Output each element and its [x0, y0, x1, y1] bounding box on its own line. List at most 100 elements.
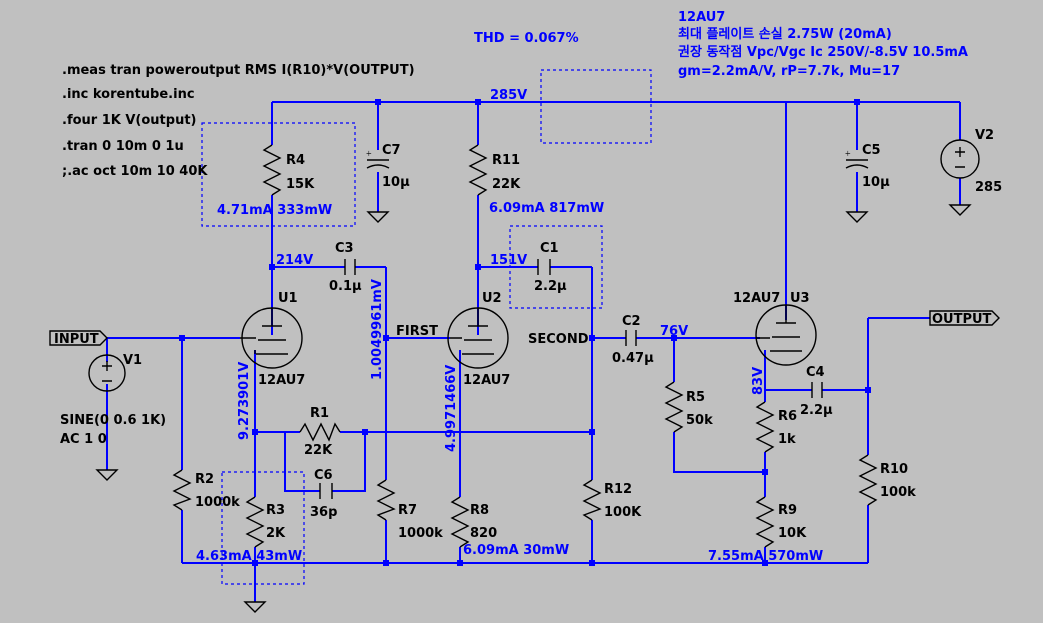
r5-ref: R5: [686, 390, 705, 405]
node-u1-cathode: 9.273901V: [237, 362, 252, 440]
u2-model: 12AU7: [463, 373, 510, 388]
r9-symbol: [755, 496, 775, 548]
r5-symbol: [664, 381, 684, 433]
tube-info-line3: gm=2.2mA/V, rP=7.7k, Mu=17: [678, 64, 900, 79]
u3-ref: U3: [790, 291, 810, 306]
c5-symbol: +: [845, 149, 869, 169]
v1-ref: V1: [123, 353, 142, 368]
output-port: [929, 310, 1000, 326]
r4-annotation: 4.71mA 333mW: [217, 203, 332, 218]
node-u3-cathode: 83V: [751, 367, 766, 395]
ground-symbols: [95, 204, 972, 613]
r11-annotation: 6.09mA 817mW: [489, 201, 604, 216]
r3-annotation: 4.63mA 43mW: [196, 549, 302, 564]
r7-symbol: [376, 479, 396, 521]
text-labels: .meas tran poweroutput RMS I(R10)*V(OUTP…: [54, 10, 1002, 564]
u1-symbol: [240, 307, 303, 369]
r4-symbol: [262, 144, 282, 196]
u2-symbol: [447, 307, 509, 369]
c3-symbol: [344, 259, 356, 275]
node-u2-cathode: 4.9971466V: [444, 365, 459, 452]
c7-ref: C7: [382, 143, 401, 158]
directive-four: .four 1K V(output): [62, 113, 196, 128]
c7-value: 10µ: [382, 175, 410, 190]
r11-symbol: [468, 144, 488, 196]
r3-ref: R3: [266, 503, 285, 518]
r12-value: 100K: [604, 505, 642, 520]
r9-value: 10K: [778, 526, 807, 541]
output-port-label: OUTPUT: [932, 312, 992, 327]
r11-value: 22K: [492, 177, 521, 192]
svg-text:+: +: [845, 149, 851, 160]
r3-symbol: [245, 496, 265, 548]
r6-ref: R6: [778, 409, 797, 424]
r12-symbol: [582, 479, 602, 521]
u3-symbol: [755, 304, 817, 366]
v1-symbol: [88, 354, 126, 392]
thd-readout: THD = 0.067%: [474, 31, 579, 46]
tube-info-line2: 권장 동작점 Vpc/Vgc Ic 250V/-8.5V 10.5mA: [678, 44, 968, 60]
c7-symbol: +: [366, 149, 390, 169]
r5-value: 50k: [686, 413, 713, 428]
c4-symbol: [811, 382, 823, 398]
c4-value: 2.2µ: [800, 403, 833, 418]
r9-annotation: 7.55mA 570mW: [708, 549, 823, 564]
u2-ref: U2: [482, 291, 502, 306]
directive-inc: .inc korentube.inc: [62, 87, 195, 102]
c6-symbol: [319, 483, 333, 499]
v2-symbol: [940, 139, 980, 179]
node-u2-plate: 151V: [490, 253, 527, 268]
c4-ref: C4: [806, 365, 825, 380]
u1-model: 12AU7: [258, 373, 305, 388]
u3-model: 12AU7: [733, 291, 780, 306]
c1-symbol: [537, 259, 551, 275]
u1-ref: U1: [278, 291, 298, 306]
node-u3-grid: 76V: [660, 324, 688, 339]
c5-ref: C5: [862, 143, 881, 158]
r4-value: 15K: [286, 177, 315, 192]
c3-value: 0.1µ: [329, 279, 362, 294]
r8-value: 820: [470, 526, 497, 541]
c6-value: 36p: [310, 505, 337, 520]
r10-symbol: [858, 454, 878, 506]
dashed-boxes: [201, 69, 652, 585]
tube-info-line1: 최대 플레이트 손실 2.75W (20mA): [678, 26, 892, 42]
v1-value2: AC 1 0: [60, 432, 107, 447]
node-second: SECOND: [528, 332, 589, 347]
directive-ac: ;.ac oct 10m 10 40K: [62, 164, 208, 179]
r10-ref: R10: [880, 462, 908, 477]
r2-symbol: [172, 469, 192, 511]
r3-value: 2K: [266, 526, 286, 541]
junctions: [179, 99, 871, 566]
directive-meas: .meas tran poweroutput RMS I(R10)*V(OUTP…: [62, 63, 415, 78]
r1-ref: R1: [310, 406, 329, 421]
c2-symbol: [625, 330, 637, 346]
r8-symbol: [450, 496, 470, 548]
c2-value: 0.47µ: [612, 351, 654, 366]
c1-value: 2.2µ: [534, 279, 567, 294]
v1-value: SINE(0 0.6 1K): [60, 413, 166, 428]
v2-value: 285: [975, 180, 1002, 195]
r2-ref: R2: [195, 472, 214, 487]
c5-value: 10µ: [862, 175, 890, 190]
node-first: FIRST: [396, 324, 438, 339]
r8-ref: R8: [470, 503, 489, 518]
port-shapes: [49, 310, 1000, 346]
tube-info-name: 12AU7: [678, 10, 725, 25]
r10-value: 100k: [880, 485, 916, 500]
c2-ref: C2: [622, 314, 641, 329]
r2-value: 1000k: [195, 495, 240, 510]
r6-symbol: [755, 401, 775, 453]
v2-ref: V2: [975, 128, 994, 143]
directive-tran: .tran 0 10m 0 1u: [62, 139, 184, 154]
r9-ref: R9: [778, 503, 797, 518]
r1-value: 22K: [304, 443, 333, 458]
r4-ref: R4: [286, 153, 305, 168]
r7-value: 1000k: [398, 526, 443, 541]
c6-ref: C6: [314, 468, 333, 483]
c1-ref: C1: [540, 241, 559, 256]
node-u1-plate: 214V: [276, 253, 313, 268]
input-port-label: INPUT: [54, 332, 99, 347]
svg-text:+: +: [366, 149, 372, 160]
